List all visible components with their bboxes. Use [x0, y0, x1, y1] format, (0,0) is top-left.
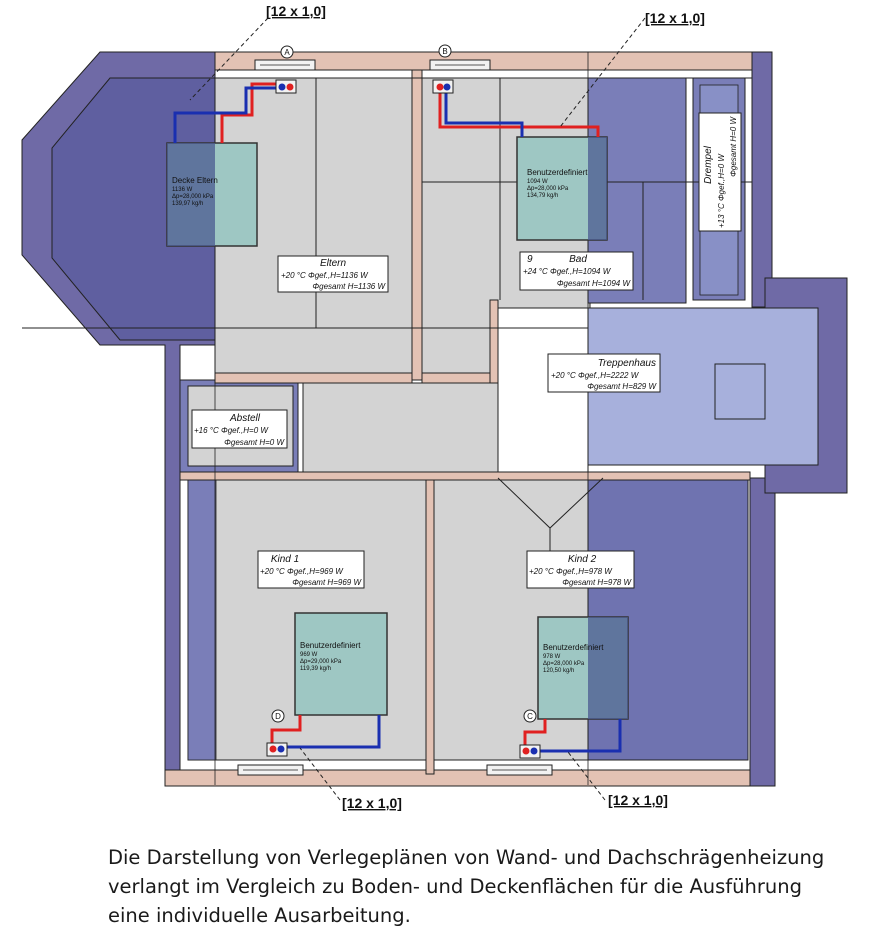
pipe-label-bottom-right: [12 x 1,0] — [608, 792, 668, 808]
leader-top-right — [559, 17, 646, 128]
svg-text:Benutzerdefiniert: Benutzerdefiniert — [543, 643, 604, 652]
svg-text:+20 °C Φgef.,H=969 W: +20 °C Φgef.,H=969 W — [260, 567, 344, 576]
panel-kind1 — [294, 612, 388, 716]
wall-eltern-bad — [411, 69, 423, 381]
manifold-a — [275, 79, 297, 94]
panel-label-kind2: Benutzerdefiniert 978 W Δp=28,000 kPa 12… — [543, 643, 604, 674]
svg-text:Eltern: Eltern — [320, 258, 347, 269]
manifold-d — [266, 742, 288, 757]
svg-text:Δp=28,000 kPa: Δp=28,000 kPa — [172, 194, 214, 200]
manifold-c — [519, 744, 541, 759]
room-label-abstell: Abstell +16 °C Φgef.,H=0 W Φgesamt H=0 W — [191, 409, 288, 449]
pipe-flow-kind2 — [523, 719, 547, 751]
marker-c: C — [523, 709, 537, 723]
room-label-bad: 9 Bad +24 °C Φgef.,H=1094 W Φgesamt H=10… — [519, 251, 634, 291]
svg-text:Φgesamt H=978 W: Φgesamt H=978 W — [562, 578, 632, 587]
svg-text:Drempel: Drempel — [703, 145, 714, 184]
svg-text:+20 °C Φgef.,H=2222 W: +20 °C Φgef.,H=2222 W — [551, 371, 640, 380]
wall-kind-divider — [425, 473, 435, 775]
svg-text:Δp=29,000 kPa: Δp=29,000 kPa — [300, 659, 342, 665]
room-label-kind2: Kind 2 +20 °C Φgef.,H=978 W Φgesamt H=97… — [526, 550, 635, 589]
svg-text:+20 °C Φgef.,H=1136 W: +20 °C Φgef.,H=1136 W — [281, 271, 369, 280]
leader-bottom-left — [299, 747, 341, 801]
svg-text:Kind 2: Kind 2 — [568, 554, 597, 565]
panel-kind2-shade — [588, 617, 628, 719]
corridor-floor — [302, 382, 499, 476]
panel-label-kind1: Benutzerdefiniert 969 W Δp=29,000 kPa 11… — [300, 641, 361, 672]
pipe-return-bad — [444, 84, 524, 137]
svg-text:Abstell: Abstell — [229, 413, 261, 424]
pipe-return-eltern — [173, 86, 281, 143]
svg-text:B: B — [442, 47, 447, 56]
svg-text:120,50 kg/h: 120,50 kg/h — [543, 668, 574, 674]
stair-void — [714, 363, 766, 420]
svg-text:Δp=28,000 kPa: Δp=28,000 kPa — [527, 186, 569, 192]
svg-text:C: C — [527, 712, 533, 721]
manifold-b — [432, 79, 454, 94]
svg-text:Φgesamt H=969 W: Φgesamt H=969 W — [292, 578, 362, 587]
pipe-return-kind1 — [281, 715, 381, 749]
leader-top-left — [189, 17, 269, 101]
marker-a: A — [280, 45, 294, 59]
svg-text:A: A — [284, 48, 290, 57]
svg-text:1136 W: 1136 W — [172, 187, 193, 193]
svg-text:Φgesamt H=1136 W: Φgesamt H=1136 W — [312, 282, 386, 291]
svg-text:9: 9 — [527, 254, 533, 265]
svg-text:D: D — [275, 712, 281, 721]
roof-slope-kind1 — [187, 479, 217, 761]
svg-text:+16 °C Φgef.,H=0 W: +16 °C Φgef.,H=0 W — [194, 426, 269, 435]
floor-plan: A B D C [12 x 1,0] [12 x 1,0] [12 x 1,0]… — [21, 3, 848, 811]
panel-label-eltern: Decke Eltern 1136 W Δp=28,000 kPa 139,97… — [172, 176, 218, 207]
svg-text:Δp=28,000 kPa: Δp=28,000 kPa — [543, 661, 585, 667]
svg-text:1094 W: 1094 W — [527, 179, 548, 185]
pipe-flow-eltern — [220, 82, 287, 143]
svg-text:Benutzerdefiniert: Benutzerdefiniert — [300, 641, 361, 650]
pipe-label-top-left: [12 x 1,0] — [266, 3, 326, 19]
svg-text:Kind 1: Kind 1 — [271, 554, 299, 565]
stair-area — [587, 307, 819, 466]
svg-text:Bad: Bad — [569, 254, 587, 265]
pipe-return-kind2 — [534, 719, 622, 753]
marker-b: B — [438, 44, 452, 58]
svg-text:Benutzerdefiniert: Benutzerdefiniert — [527, 168, 588, 177]
wall-mid-horizontal — [179, 471, 751, 481]
svg-text:+24 °C Φgef.,H=1094 W: +24 °C Φgef.,H=1094 W — [523, 267, 612, 276]
room-label-treppenhaus: Treppenhaus +20 °C Φgef.,H=2222 W Φgesam… — [547, 353, 661, 393]
pipe-flow-kind1 — [270, 715, 302, 747]
svg-text:969 W: 969 W — [300, 652, 318, 658]
panel-label-bad: Benutzerdefiniert 1094 W Δp=28,000 kPa 1… — [527, 168, 588, 199]
outer-wall-right-lower — [749, 477, 776, 787]
svg-text:Decke Eltern: Decke Eltern — [172, 176, 218, 185]
pipe-flow-bad — [438, 84, 600, 137]
svg-text:Φgesamt H=829 W: Φgesamt H=829 W — [587, 382, 657, 391]
pipe-label-top-right: [12 x 1,0] — [645, 10, 705, 26]
caption-text: Die Darstellung von Verlegeplänen von Wa… — [108, 846, 825, 927]
svg-text:134,79 kg/h: 134,79 kg/h — [527, 193, 558, 199]
pipe-label-bottom-left: [12 x 1,0] — [342, 795, 402, 811]
svg-text:Φgesamt H=1094 W: Φgesamt H=1094 W — [557, 279, 632, 288]
svg-text:+20 °C Φgef.,H=978 W: +20 °C Φgef.,H=978 W — [529, 567, 613, 576]
wall-eltern-bottom — [214, 372, 413, 384]
svg-text:Φgesamt H=0 W: Φgesamt H=0 W — [729, 116, 738, 177]
svg-text:119,39 kg/h: 119,39 kg/h — [300, 666, 331, 672]
svg-text:139,97 kg/h: 139,97 kg/h — [172, 201, 203, 207]
leader-bottom-right — [567, 751, 606, 801]
room-label-kind1: Kind 1 +20 °C Φgef.,H=969 W Φgesamt H=96… — [257, 550, 365, 589]
room-label-drempel: Drempel +13 °C Φgef.,H=0 W Φgesamt H=0 W — [698, 112, 742, 232]
wall-bad-bottom — [421, 372, 499, 384]
room-label-eltern: Eltern +20 °C Φgef.,H=1136 W Φgesamt H=1… — [277, 255, 389, 293]
panel-bad-shade — [588, 137, 607, 240]
wall-bad-stair — [489, 299, 499, 384]
outer-wall-right-upper — [751, 51, 773, 308]
panel-decke-eltern-shade — [167, 143, 215, 246]
svg-text:+13 °C Φgef.,H=0 W: +13 °C Φgef.,H=0 W — [717, 153, 726, 228]
svg-text:978 W: 978 W — [543, 654, 561, 660]
svg-text:Φgesamt H=0 W: Φgesamt H=0 W — [224, 438, 285, 447]
svg-text:Treppenhaus: Treppenhaus — [598, 358, 656, 369]
marker-d: D — [271, 709, 285, 723]
